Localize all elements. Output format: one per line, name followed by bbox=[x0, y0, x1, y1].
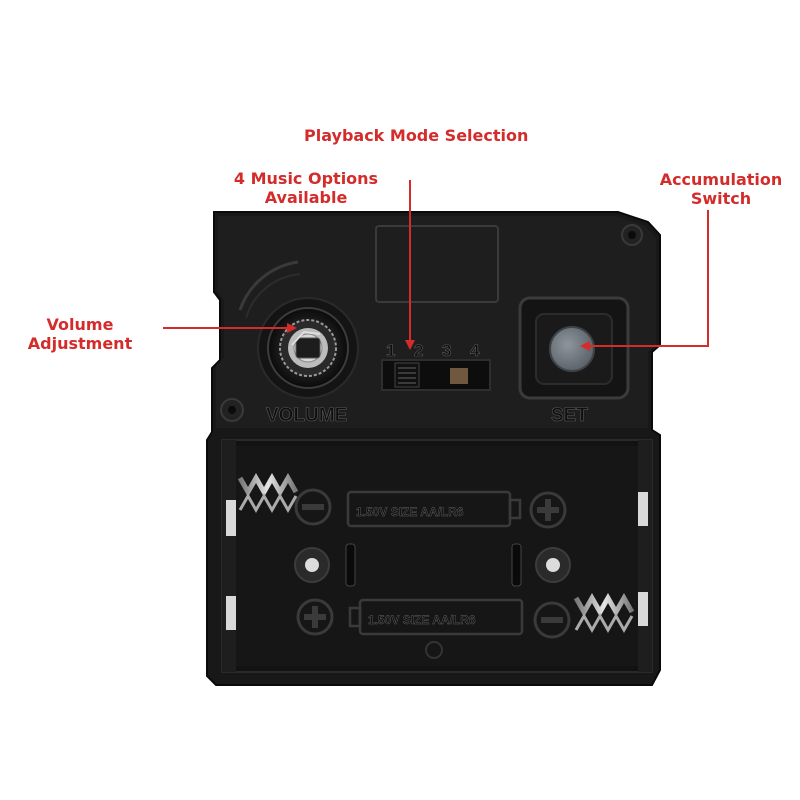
accumulation-callout: Accumulation Switch bbox=[653, 170, 789, 208]
volume-line-2: Adjustment bbox=[27, 334, 133, 353]
label-recess bbox=[375, 225, 499, 303]
playback-mode-text: Playback Mode Selection bbox=[304, 126, 529, 145]
battery-size-label: 1.50V SIZE AA/LR6 bbox=[356, 505, 464, 519]
volume-callout: Volume Adjustment bbox=[10, 315, 150, 353]
plus-icon bbox=[296, 598, 334, 636]
set-label: SET bbox=[551, 405, 588, 426]
music-options-line-1: 4 Music Options bbox=[233, 169, 379, 188]
music-options-callout: 4 Music Options Available bbox=[231, 169, 381, 207]
volume-label: VOLUME bbox=[266, 405, 347, 426]
mounting-hole-left bbox=[294, 547, 330, 583]
mounting-hole-right bbox=[535, 547, 571, 583]
battery-size-label: 1.50V SIZE AA/LR6 bbox=[368, 613, 476, 627]
dip-position-4: 4 bbox=[470, 341, 480, 360]
battery-spring-bottom-right bbox=[573, 592, 635, 634]
battery-outline-top bbox=[346, 490, 522, 528]
battery-clip bbox=[345, 543, 356, 587]
playback-mode-switch[interactable] bbox=[381, 359, 491, 391]
volume-line-1: Volume bbox=[46, 315, 114, 334]
volume-knob[interactable] bbox=[257, 297, 359, 399]
music-options-line-2: Available bbox=[264, 188, 348, 207]
minus-icon bbox=[294, 488, 332, 526]
dip-position-3: 3 bbox=[442, 341, 451, 360]
set-button[interactable] bbox=[518, 296, 630, 400]
plus-icon bbox=[529, 491, 567, 529]
battery-clip bbox=[511, 543, 522, 587]
battery-spring-top-left bbox=[237, 472, 299, 514]
playback-mode-callout: Playback Mode Selection bbox=[304, 126, 528, 145]
arrow-accumulation bbox=[580, 210, 709, 351]
dip-position-1: 1 bbox=[386, 341, 395, 360]
battery-compartment bbox=[221, 439, 653, 673]
callout-arrows bbox=[163, 180, 709, 351]
dip-position-2: 2 bbox=[414, 341, 423, 360]
accumulation-line-1: Accumulation bbox=[659, 170, 783, 189]
minus-icon bbox=[533, 601, 571, 639]
battery-outline-bottom bbox=[348, 598, 524, 636]
accumulation-line-2: Switch bbox=[690, 189, 752, 208]
